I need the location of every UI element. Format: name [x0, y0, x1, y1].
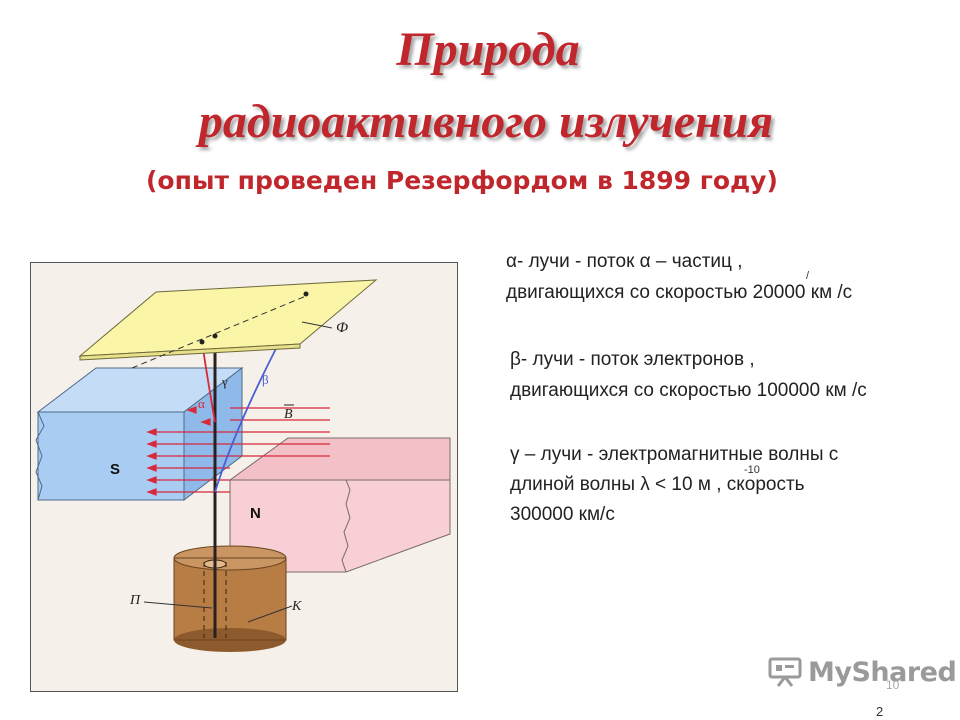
beta-line2: двигающихся со скоростью 100000 км /с: [510, 380, 867, 401]
slide-title-line2: радиоактивного излучения: [198, 95, 774, 148]
corner-mark: 2: [876, 704, 884, 719]
field-vector-label: B: [284, 407, 293, 422]
beta-line1: β- лучи - поток электронов ,: [510, 349, 755, 370]
container-pointer: [247, 605, 293, 623]
watermark-text: MyShared: [808, 656, 957, 688]
gamma-ray-label: γ: [221, 374, 228, 389]
north-magnet: [228, 437, 451, 573]
photo-plate: [78, 279, 378, 369]
beta-description: β- лучи - поток электронов , двигающихся…: [510, 344, 867, 406]
gamma-line2: длиной волны λ < 10 м , скорость: [510, 474, 805, 495]
lead-container: [173, 545, 287, 652]
container-label: К: [291, 599, 302, 614]
alpha-line1: α- лучи - поток α – частиц ,: [506, 251, 743, 272]
lead-pointer: [143, 601, 213, 609]
slide-subtitle: (опыт проведен Резерфордом в 1899 году): [146, 166, 778, 195]
myshared-watermark: MyShared: [768, 654, 957, 690]
gamma-wavelength-exponent: -10: [744, 464, 760, 476]
plate-label-phi: Ф: [336, 320, 348, 336]
gamma-line3: 300000 км/с: [510, 504, 615, 525]
north-pole-label: N: [250, 505, 261, 522]
alpha-description: α- лучи - поток α – частиц , двигающихся…: [506, 246, 852, 308]
page-number: 10: [886, 678, 900, 692]
rutherford-experiment-diagram: Ф γ β α B S N П К: [30, 262, 458, 692]
alpha-ray-label: α: [198, 396, 205, 411]
slide-title-line1: Природа: [396, 23, 580, 76]
gamma-line1: γ – лучи - электромагнитные волны с: [510, 444, 839, 465]
alpha-line2: двигающихся со скоростью 20000 км /с: [506, 282, 853, 303]
gamma-description: γ – лучи - электромагнитные волны с длин…: [510, 440, 838, 530]
lead-label: П: [129, 593, 141, 608]
south-pole-label: S: [110, 461, 120, 478]
alpha-mark: /: [806, 270, 810, 282]
south-magnet: [35, 366, 244, 502]
beta-ray-label: β: [262, 372, 269, 387]
presentation-icon: [768, 657, 802, 687]
